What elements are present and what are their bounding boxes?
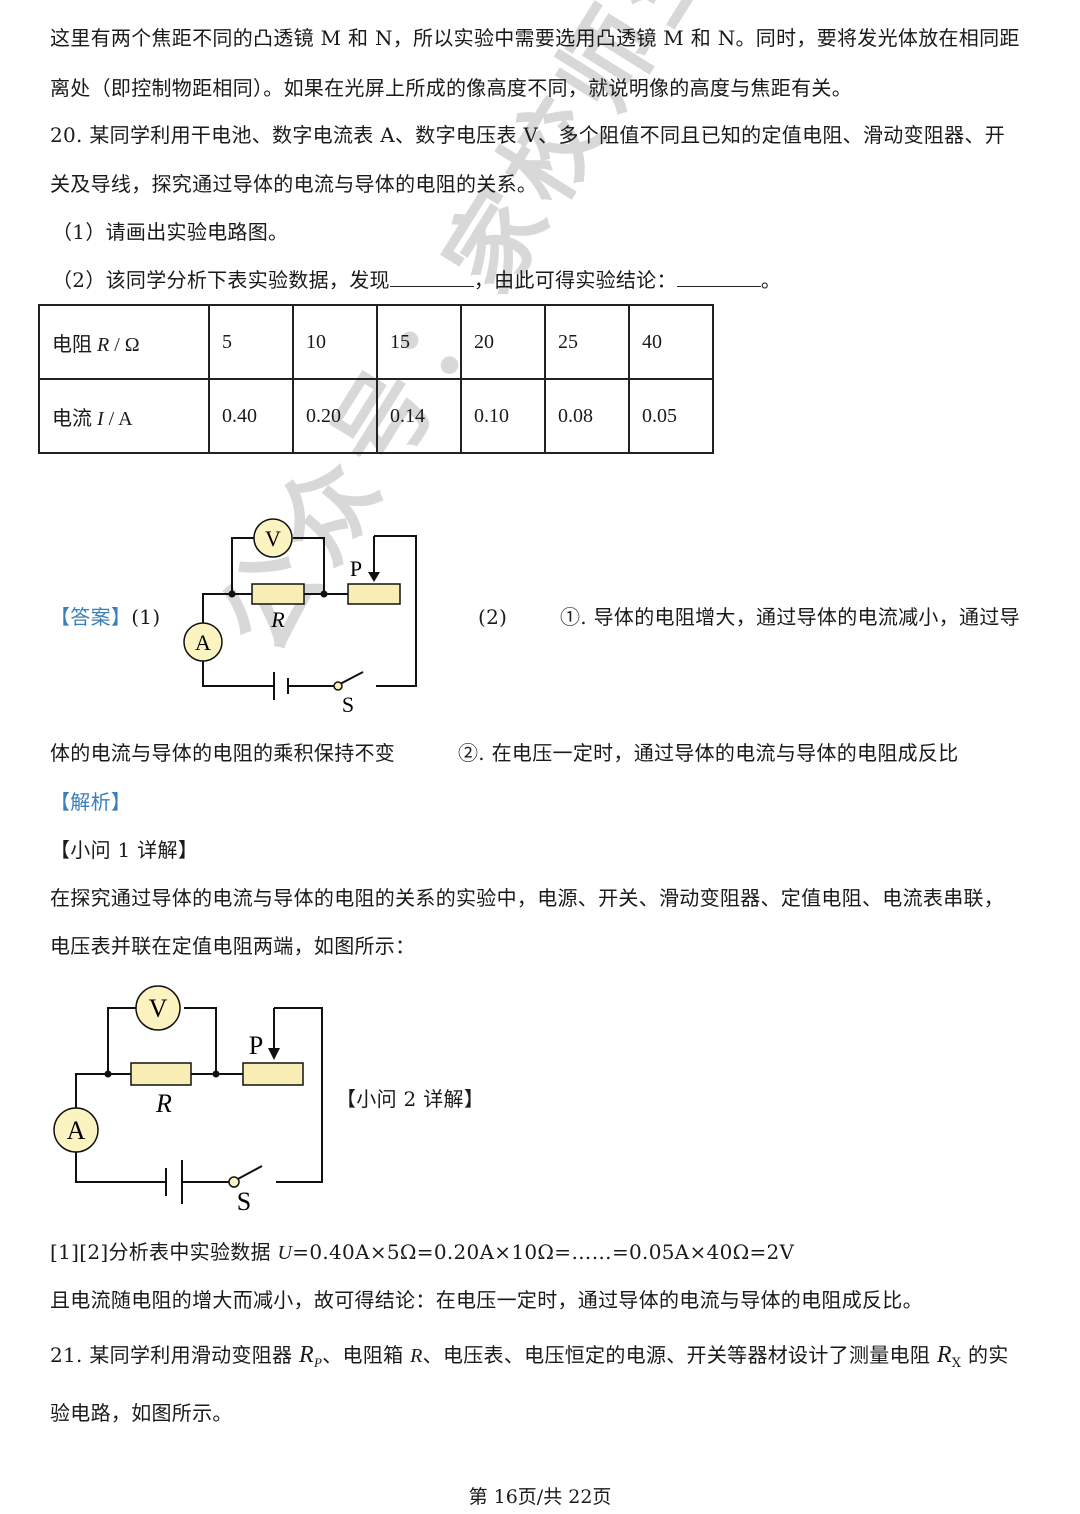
q20-line-1: 20. 某同学利用干电池、数字电流表 A、数字电压表 V、多个阻值不同且已知的定… (50, 123, 1006, 147)
answer-tag: 【答案】 (50, 605, 132, 629)
q20-line-2: 关及导线，探究通过导体的电流与导体的电阻的关系。 (50, 172, 538, 196)
sub1-title: 【小问 1 详解】 (50, 838, 199, 862)
cell-r: 20 (460, 304, 546, 380)
answer-part2: (2) (478, 605, 508, 629)
voltmeter-icon (135, 985, 181, 1031)
sub1-line-1: 在探究通过导体的电流与导体的电阻的关系的实验中，电源、开关、滑动变阻器、定值电阻… (50, 886, 1005, 910)
cell-r: 15 (376, 304, 462, 380)
answer-blank-1[interactable] (389, 266, 474, 287)
sub2-line-1: [1][2]分析表中实验数据 U=0.40A×5Ω=0.20A×10Ω=……=0… (50, 1240, 795, 1264)
q20-sub2-mid: ，由此可得实验结论： (473, 268, 677, 292)
switch-icon (228, 1176, 240, 1188)
cell-r: 40 (628, 304, 714, 380)
intro-line-2: 离处（即控制物距相同）。如果在光屏上所成的像高度不同，就说明像的高度与焦距有关。 (50, 76, 852, 100)
cell-i: 0.40 (208, 378, 294, 454)
slider-rheostat (242, 1062, 304, 1086)
svg-text:R: R (155, 1089, 172, 1118)
q21-line-2: 验电路，如图所示。 (50, 1401, 233, 1425)
cell-i: 0.14 (376, 378, 462, 454)
analysis-tag: 【解析】 (50, 790, 132, 814)
answer-1b: 体的电流与导体的电阻的乘积保持不变 (50, 741, 396, 765)
answer-line: 【答案】(1) (50, 603, 160, 631)
svg-text:P: P (350, 556, 362, 581)
answer-part1: (1) (131, 605, 161, 629)
cell-i: 0.10 (460, 378, 546, 454)
q20-sub2: （2）该同学分析下表实验数据，发现 ，由此可得实验结论： 。 (52, 266, 781, 294)
sub1-line-2: 电压表并联在定值电阻两端，如图所示： (50, 934, 416, 958)
q21-line-1: 21. 某同学利用滑动变阻器 RP、电阻箱 R、电压表、电压恒定的电源、开关等器… (50, 1342, 1009, 1371)
cell-i: 0.05 (628, 378, 714, 454)
cell-i: 0.08 (544, 378, 630, 454)
svg-text:V: V (265, 526, 281, 551)
q20-sub2-pre: （2）该同学分析下表实验数据，发现 (52, 268, 390, 292)
circuit-diagram-answer: V A R P S (183, 518, 417, 717)
row-header-resistance: 电阻 R / Ω (38, 304, 210, 380)
answer-1a: ①. 导体的电阻增大，通过导体的电流减小，通过导 (560, 605, 1020, 629)
ammeter-icon (53, 1107, 99, 1153)
voltmeter-icon (253, 518, 293, 558)
sub2-title: 【小问 2 详解】 (336, 1087, 485, 1111)
cell-r: 5 (208, 304, 294, 380)
svg-text:A: A (195, 630, 211, 655)
svg-text:R: R (270, 607, 285, 632)
resistor-r (251, 583, 305, 605)
ammeter-icon (183, 622, 223, 662)
row-header-current: 电流 I / A (38, 378, 210, 454)
svg-text:S: S (237, 1187, 251, 1216)
sub2-line-2: 且电流随电阻的增大而减小，故可得结论：在电压一定时，通过导体的电流与导体的电阻成… (50, 1288, 923, 1312)
slider-rheostat (347, 583, 401, 605)
svg-text:S: S (342, 692, 354, 717)
q20-sub2-end: 。 (760, 268, 782, 292)
page-number: 第 16页/共 22页 (468, 1486, 612, 1508)
answer-blank-2[interactable] (676, 266, 761, 287)
data-table: 电阻 R / Ω 5 10 15 20 25 40 电流 I / A 0.40 … (38, 304, 714, 454)
cell-r: 10 (292, 304, 378, 380)
svg-text:P: P (249, 1031, 263, 1060)
cell-r: 25 (544, 304, 630, 380)
cell-i: 0.20 (292, 378, 378, 454)
resistor-r (130, 1062, 192, 1086)
table-row-resistance: 电阻 R / Ω 5 10 15 20 25 40 (38, 304, 714, 380)
table-row-current: 电流 I / A 0.40 0.20 0.14 0.10 0.08 0.05 (38, 378, 714, 454)
intro-line-1: 这里有两个焦距不同的凸透镜 M 和 N，所以实验中需要选用凸透镜 M 和 N。同… (50, 26, 1020, 50)
switch-icon (333, 681, 343, 691)
circuit-diagram-analysis: V A R P S (53, 985, 323, 1216)
q20-sub1: （1）请画出实验电路图。 (52, 220, 289, 244)
svg-text:V: V (149, 994, 168, 1023)
answer-2: ②. 在电压一定时，通过导体的电流与导体的电阻成反比 (458, 741, 959, 765)
svg-text:A: A (67, 1116, 86, 1145)
